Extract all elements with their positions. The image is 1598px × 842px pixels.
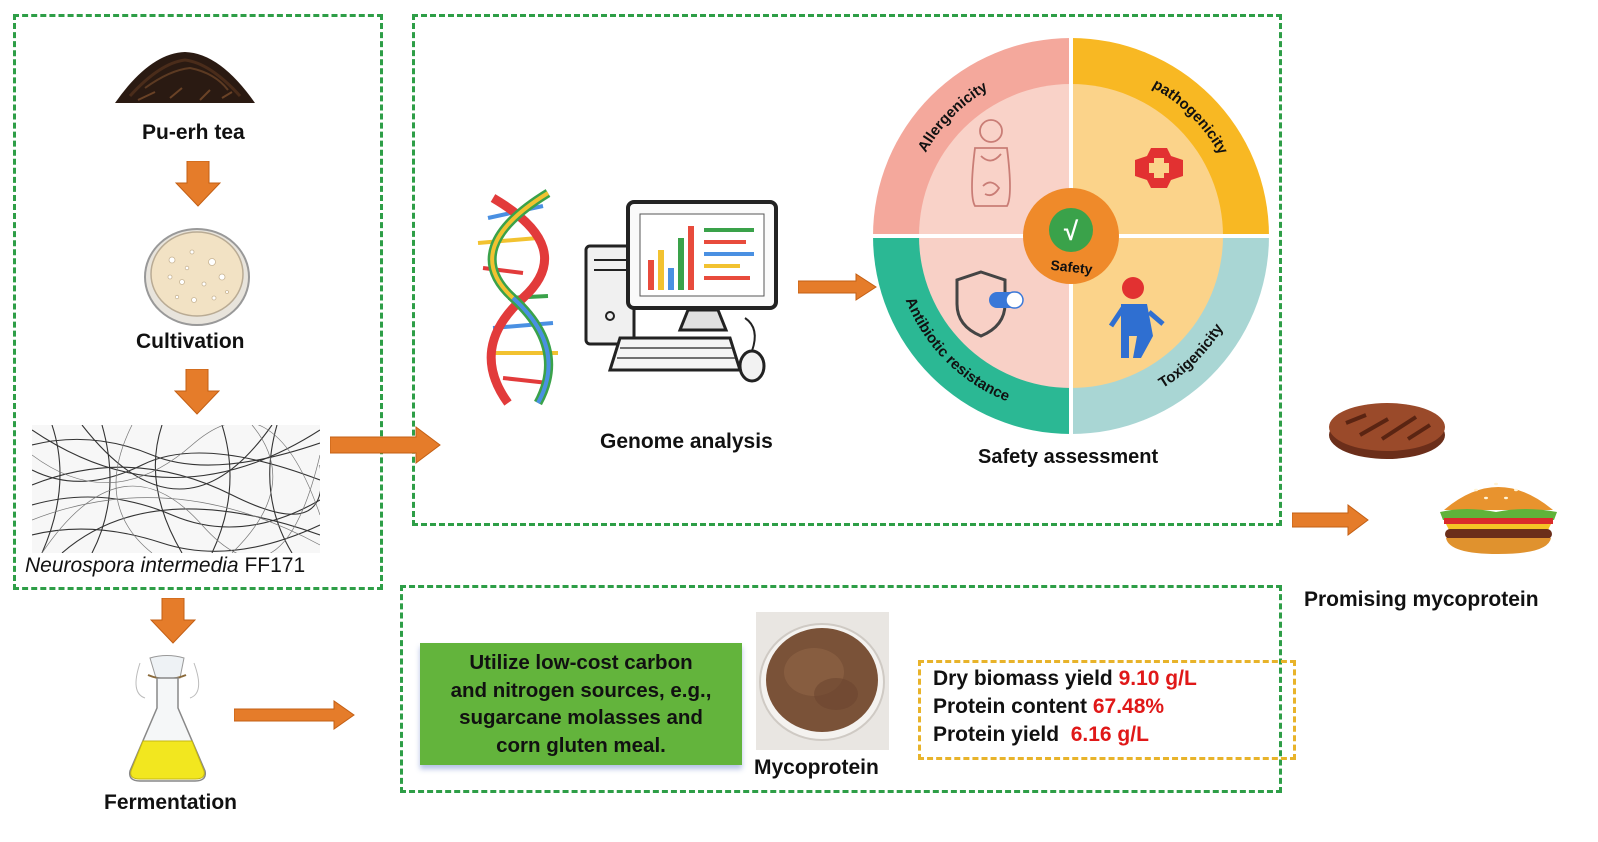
right-arrow-icon <box>1292 504 1369 536</box>
fermentation-label: Fermentation <box>104 791 238 814</box>
stat-value: 67.48% <box>1092 695 1165 718</box>
shield-pill-icon <box>955 270 1024 338</box>
bottom-panel <box>400 585 1282 793</box>
species-name: Neurospora intermedia <box>25 554 239 577</box>
stat-row-dry-biomass: Dry biomass yield 9.10 g/L <box>933 667 1197 690</box>
card-line: sugarcane molasses and <box>459 706 703 729</box>
right-arrow-icon <box>234 700 355 730</box>
down-arrow-icon <box>150 598 196 644</box>
stat-value: 6.16 g/L <box>1070 723 1149 746</box>
mycoprotein-label: Mycoprotein <box>754 756 879 779</box>
left-panel <box>13 14 383 590</box>
sick-person-icon <box>1108 277 1165 358</box>
check-mark-icon: √ <box>1064 216 1079 246</box>
hyphae-network-image <box>32 425 320 553</box>
safety-assessment-label: Safety assessment <box>978 446 1159 468</box>
tea-leaves-image <box>115 52 255 103</box>
stat-row-protein-content: Protein content 67.48% <box>933 695 1165 718</box>
down-arrow-icon <box>174 369 220 415</box>
down-arrow-icon <box>175 161 221 207</box>
cultivation-label: Cultivation <box>136 330 245 353</box>
pu-erh-tea-label: Pu-erh tea <box>142 121 245 144</box>
low-cost-sources-card: Utilize low-cost carbon and nitrogen sou… <box>420 643 742 765</box>
safety-center-label: Safety <box>1050 257 1094 277</box>
top-panel <box>412 14 1282 526</box>
stat-value: 9.10 g/L <box>1118 667 1197 690</box>
dna-helix-image <box>477 189 558 406</box>
allergy-person-icon <box>971 119 1011 207</box>
medical-cross-icon <box>1135 148 1183 188</box>
petri-dish-image <box>144 228 250 326</box>
meat-patty-image <box>1329 403 1445 459</box>
burger-image <box>1440 482 1557 554</box>
genome-analysis-label: Genome analysis <box>600 430 773 453</box>
right-arrow-icon <box>330 426 441 464</box>
card-line: Utilize low-cost carbon <box>469 651 693 674</box>
strain-code: FF171 <box>238 554 306 577</box>
card-line: and nitrogen sources, e.g., <box>450 678 712 702</box>
fermentation-flask-image <box>128 655 207 782</box>
safety-wheel: √ Safety Allergenicity pathogenicity Ant… <box>871 36 1271 436</box>
mycoprotein-powder-image <box>756 612 889 750</box>
yield-stats-box: Dry biomass yield 9.10 g/L Protein conte… <box>918 660 1296 760</box>
promising-mycoprotein-label: Promising mycoprotein <box>1304 588 1539 611</box>
right-arrow-icon <box>798 273 877 301</box>
stat-row-protein-yield: Protein yield 6.16 g/L <box>933 723 1149 746</box>
strain-name-label: Neurospora intermedia FF171 <box>25 554 305 578</box>
card-line: corn gluten meal. <box>496 733 666 757</box>
computer-icon <box>584 200 778 383</box>
